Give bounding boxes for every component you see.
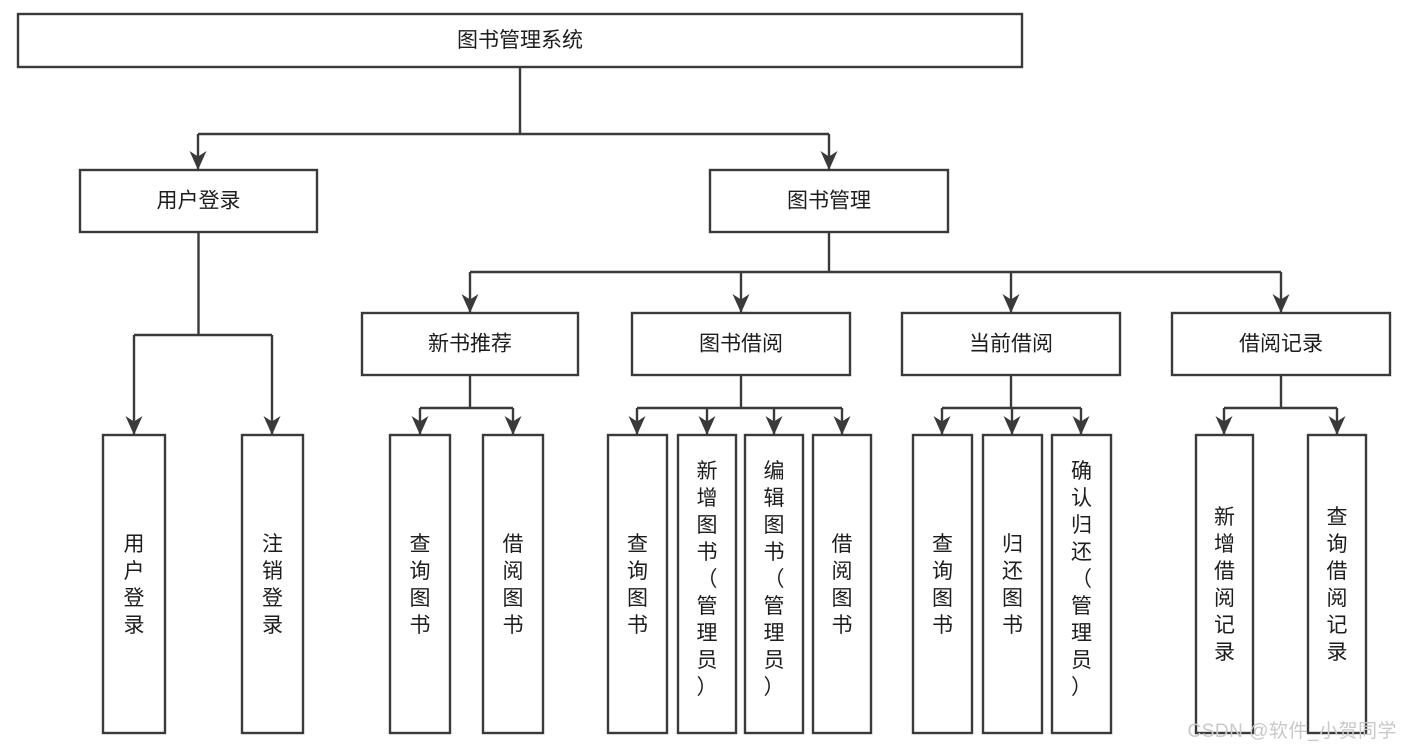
leaf-node-box[interactable]: [481, 433, 545, 735]
connector-current-to-leaves: [933, 375, 1090, 435]
arrow-head-icon: [698, 416, 716, 435]
leaf-node-label: 查询图书: [410, 533, 431, 637]
arrow-head-icon: [933, 416, 951, 435]
arrow-head-icon: [732, 294, 750, 313]
level3-node-label: 借阅记录: [1239, 333, 1323, 356]
node-layer: 图书管理系统用户登录图书管理新书推荐图书借阅当前借阅借阅记录用户登录注销登录查询…: [16, 12, 1392, 735]
level3-node-box[interactable]: [900, 311, 1122, 377]
root-node-label: 图书管理系统: [457, 29, 583, 52]
arrow-head-icon: [1003, 416, 1021, 435]
leaf-node[interactable]: 确认归还（管理员）: [1050, 433, 1113, 735]
level3-node-label: 图书借阅: [699, 333, 783, 356]
arrow-head-icon: [263, 416, 281, 435]
arrow-head-icon: [1328, 416, 1346, 435]
leaf-node[interactable]: 查询图书: [911, 433, 974, 735]
connector-books-to-level3: [461, 232, 1290, 313]
level2-node-label: 用户登录: [157, 190, 241, 213]
level3-node[interactable]: 借阅记录: [1170, 311, 1392, 377]
leaf-node[interactable]: 新增借阅记录: [1194, 433, 1255, 735]
arrow-head-icon: [1072, 416, 1090, 435]
arrow-head-icon: [461, 294, 479, 313]
leaf-node[interactable]: 新增图书（管理员）: [676, 433, 738, 735]
leaf-node[interactable]: 查询图书: [388, 433, 452, 735]
connector-layer: [125, 67, 1346, 435]
level3-node-box[interactable]: [360, 311, 580, 377]
leaf-node[interactable]: 借阅图书: [481, 433, 545, 735]
watermark-label: CSDN @软件_小贺同学: [1187, 721, 1397, 742]
arrow-head-icon: [125, 416, 143, 435]
level3-node[interactable]: 图书借阅: [630, 311, 852, 377]
arrow-head-icon: [833, 416, 851, 435]
arrow-head-icon: [504, 416, 522, 435]
level3-node[interactable]: 新书推荐: [360, 311, 580, 377]
arrow-head-icon: [1215, 416, 1233, 435]
level3-node-box[interactable]: [630, 311, 852, 377]
leaf-node[interactable]: 借阅图书: [811, 433, 873, 735]
leaf-node-box[interactable]: [240, 433, 305, 735]
leaf-node-box[interactable]: [1194, 433, 1255, 735]
arrow-head-icon: [189, 151, 207, 170]
connector-record-to-leaves: [1215, 375, 1346, 435]
leaf-node-box[interactable]: [911, 433, 974, 735]
leaf-node-box[interactable]: [811, 433, 873, 735]
leaf-node-label: 新增借阅记录: [1214, 506, 1235, 664]
arrow-head-icon: [820, 151, 838, 170]
connector-borrow-to-leaves: [628, 375, 851, 435]
leaf-node[interactable]: 编辑图书（管理员）: [743, 433, 805, 735]
leaf-node[interactable]: 归还图书: [981, 433, 1044, 735]
leaf-node[interactable]: 注销登录: [240, 433, 305, 735]
level2-node-box[interactable]: [78, 168, 319, 234]
connector-login-to-leaves: [125, 232, 281, 435]
arrow-head-icon: [411, 416, 429, 435]
leaf-node-label: 注销登录: [262, 533, 283, 637]
leaf-node-label: 归还图书: [1002, 533, 1023, 637]
arrow-head-icon: [1002, 294, 1020, 313]
root-node[interactable]: 图书管理系统: [16, 12, 1024, 69]
leaf-node-label: 借阅图书: [832, 533, 853, 637]
leaf-node-box[interactable]: [676, 433, 738, 735]
level3-node-label: 当前借阅: [969, 333, 1053, 356]
leaf-node-label: 查询图书: [627, 533, 648, 637]
leaf-node[interactable]: 查询图书: [606, 433, 669, 735]
leaf-node[interactable]: 用户登录: [101, 433, 167, 735]
connector-newbook-to-leaves: [411, 375, 522, 435]
leaf-node-label: 编辑图书（管理员）: [764, 460, 785, 699]
arrow-head-icon: [765, 416, 783, 435]
level3-node-box[interactable]: [1170, 311, 1392, 377]
leaf-node[interactable]: 查询借阅记录: [1306, 433, 1368, 735]
level2-node-label: 图书管理: [787, 190, 871, 213]
leaf-node-label: 用户登录: [124, 533, 145, 637]
level2-node[interactable]: 用户登录: [78, 168, 319, 234]
leaf-node-label: 新增图书（管理员）: [697, 460, 718, 699]
leaf-node-box[interactable]: [1050, 433, 1113, 735]
leaf-node-label: 查询图书: [932, 533, 953, 637]
leaf-node-box[interactable]: [743, 433, 805, 735]
leaf-node-box[interactable]: [1306, 433, 1368, 735]
arrow-head-icon: [628, 416, 646, 435]
level2-node-box[interactable]: [708, 168, 950, 234]
leaf-node-box[interactable]: [606, 433, 669, 735]
arrow-head-icon: [1272, 294, 1290, 313]
leaf-node-label: 查询借阅记录: [1327, 506, 1348, 664]
level3-node[interactable]: 当前借阅: [900, 311, 1122, 377]
level2-node[interactable]: 图书管理: [708, 168, 950, 234]
leaf-node-label: 确认归还（管理员）: [1071, 460, 1092, 699]
root-node-box[interactable]: [16, 12, 1024, 69]
leaf-node-box[interactable]: [101, 433, 167, 735]
leaf-node-box[interactable]: [388, 433, 452, 735]
leaf-node-label: 借阅图书: [503, 533, 524, 637]
level3-node-label: 新书推荐: [428, 333, 512, 356]
connector-root-to-level2: [189, 67, 838, 170]
leaf-node-box[interactable]: [981, 433, 1044, 735]
